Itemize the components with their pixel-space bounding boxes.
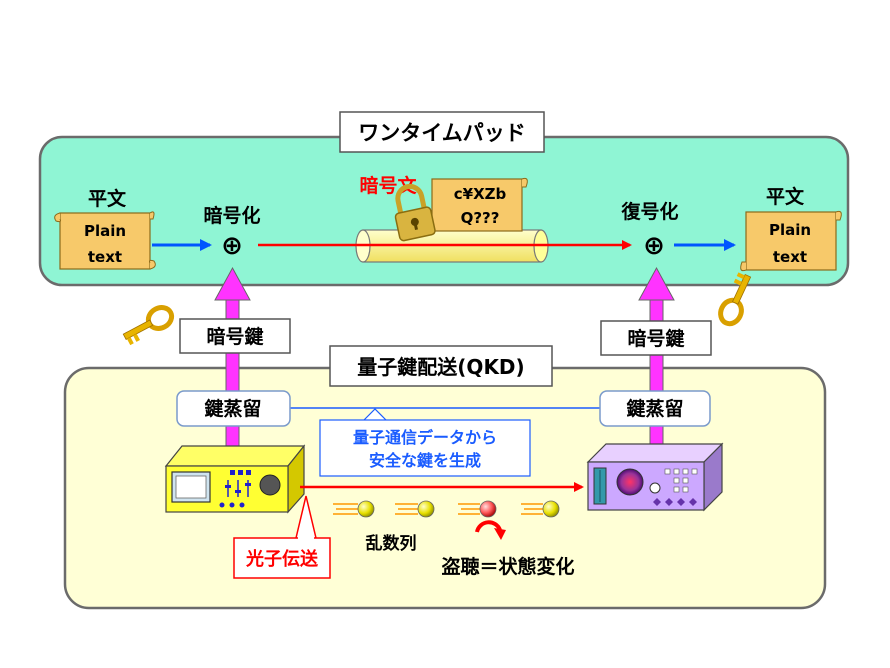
key-label-left-box [179, 318, 291, 354]
key-label-left: 暗号鍵 [206, 325, 263, 348]
random-sequence-label: 乱数列 [366, 533, 417, 554]
note-callout-pointer [363, 408, 387, 421]
plaintext-label-right: 平文 [766, 185, 805, 208]
photon-1 [333, 500, 375, 518]
padlock-icon [394, 183, 436, 242]
comm-note-line-1: 量子通信データから [353, 428, 497, 447]
distill-right-box [599, 390, 711, 427]
qkd-title: 量子鍵配送(QKD) [357, 355, 524, 379]
plaintext-line-1: Plain [84, 222, 126, 240]
eavesdrop-label: 盗聴＝状態変化 [441, 555, 574, 578]
ciphertext-line-1: c¥XZb [454, 185, 507, 203]
decrypt-label: 復号化 [620, 200, 678, 223]
distill-right: 鍵蒸留 [626, 397, 683, 420]
comm-note-box [319, 419, 531, 477]
plaintext-out-line-1: Plain [769, 221, 811, 239]
ciphertext-scroll: c¥XZb Q??? [426, 177, 528, 233]
photon-4 [521, 500, 560, 518]
encrypt-label: 暗号化 [203, 204, 260, 227]
comm-note-line-2: 安全な鍵を生成 [369, 451, 481, 470]
otp-title-box [339, 111, 545, 153]
distill-left: 鍵蒸留 [204, 397, 261, 420]
xor-decrypt-icon: ⊕ [643, 231, 665, 261]
xor-encrypt-icon: ⊕ [221, 231, 243, 261]
photon-2 [395, 500, 435, 518]
plaintext-label-left: 平文 [88, 187, 127, 210]
qkd-transmitter-device [164, 444, 306, 514]
qkd-receiver-device [586, 442, 724, 512]
plaintext-scroll-left: Plain text [54, 211, 156, 270]
photon-label-box [233, 537, 331, 579]
otp-title: ワンタイムパッド [358, 121, 526, 145]
plaintext-scroll-right: Plain text [740, 210, 842, 272]
plaintext-out-line-2: text [773, 248, 807, 266]
state-change-arrowhead [494, 528, 506, 540]
qkd-title-box [329, 345, 553, 387]
key-label-right: 暗号鍵 [627, 327, 684, 350]
plaintext-line-2: text [88, 248, 122, 266]
golden-key-icon-left [122, 305, 175, 346]
golden-key-icon-right [718, 272, 752, 327]
photon-callout-pointer [295, 495, 317, 539]
ciphertext-line-2: Q??? [461, 209, 500, 227]
state-change-curved-arrow-icon [475, 520, 502, 533]
key-label-right-box [600, 320, 712, 356]
photon-label: 光子伝送 [245, 548, 319, 570]
photon-eavesdropped [458, 500, 497, 518]
distill-left-box [176, 390, 291, 427]
